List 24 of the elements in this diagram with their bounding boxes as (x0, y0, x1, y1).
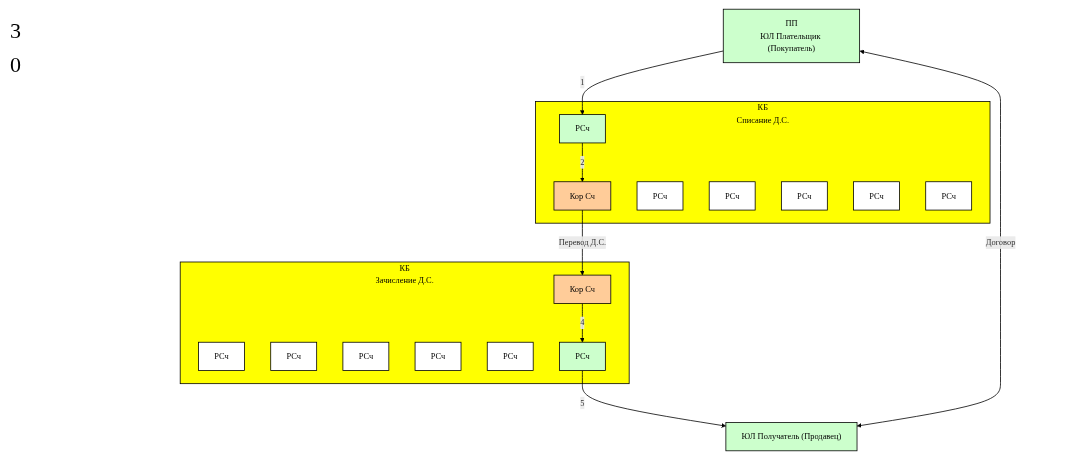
edge-label: Договор (985, 237, 1016, 247)
edge-label: 1 (580, 77, 585, 87)
edge-label: 5 (580, 398, 585, 408)
edge-label: 2 (580, 157, 585, 167)
edge-label: Перевод Д.С. (558, 237, 607, 247)
node-box: РСч (781, 181, 828, 211)
node-box: ПП ЮЛ Плательщик (Покупатель) (723, 8, 861, 64)
node-box: РСч (559, 341, 606, 371)
node-box: РСч (636, 181, 684, 211)
node-box: РСч (414, 341, 462, 371)
node-box: ЮЛ Получатель (Продавец) (725, 422, 858, 452)
step-number: 3 (10, 18, 22, 44)
node-box: РСч (198, 341, 246, 371)
node-box: РСч (925, 181, 973, 211)
node-box: Кор Сч (553, 274, 612, 304)
node-box: РСч (487, 341, 534, 371)
node-box: РСч (853, 181, 901, 211)
node-box: РСч (709, 181, 756, 211)
node-box: РСч (342, 341, 390, 371)
edge-label: 4 (580, 318, 585, 328)
node-box: Кор Сч (553, 181, 612, 211)
node-box: РСч (559, 114, 606, 144)
step-number: 0 (10, 52, 22, 78)
node-box: РСч (270, 341, 318, 371)
